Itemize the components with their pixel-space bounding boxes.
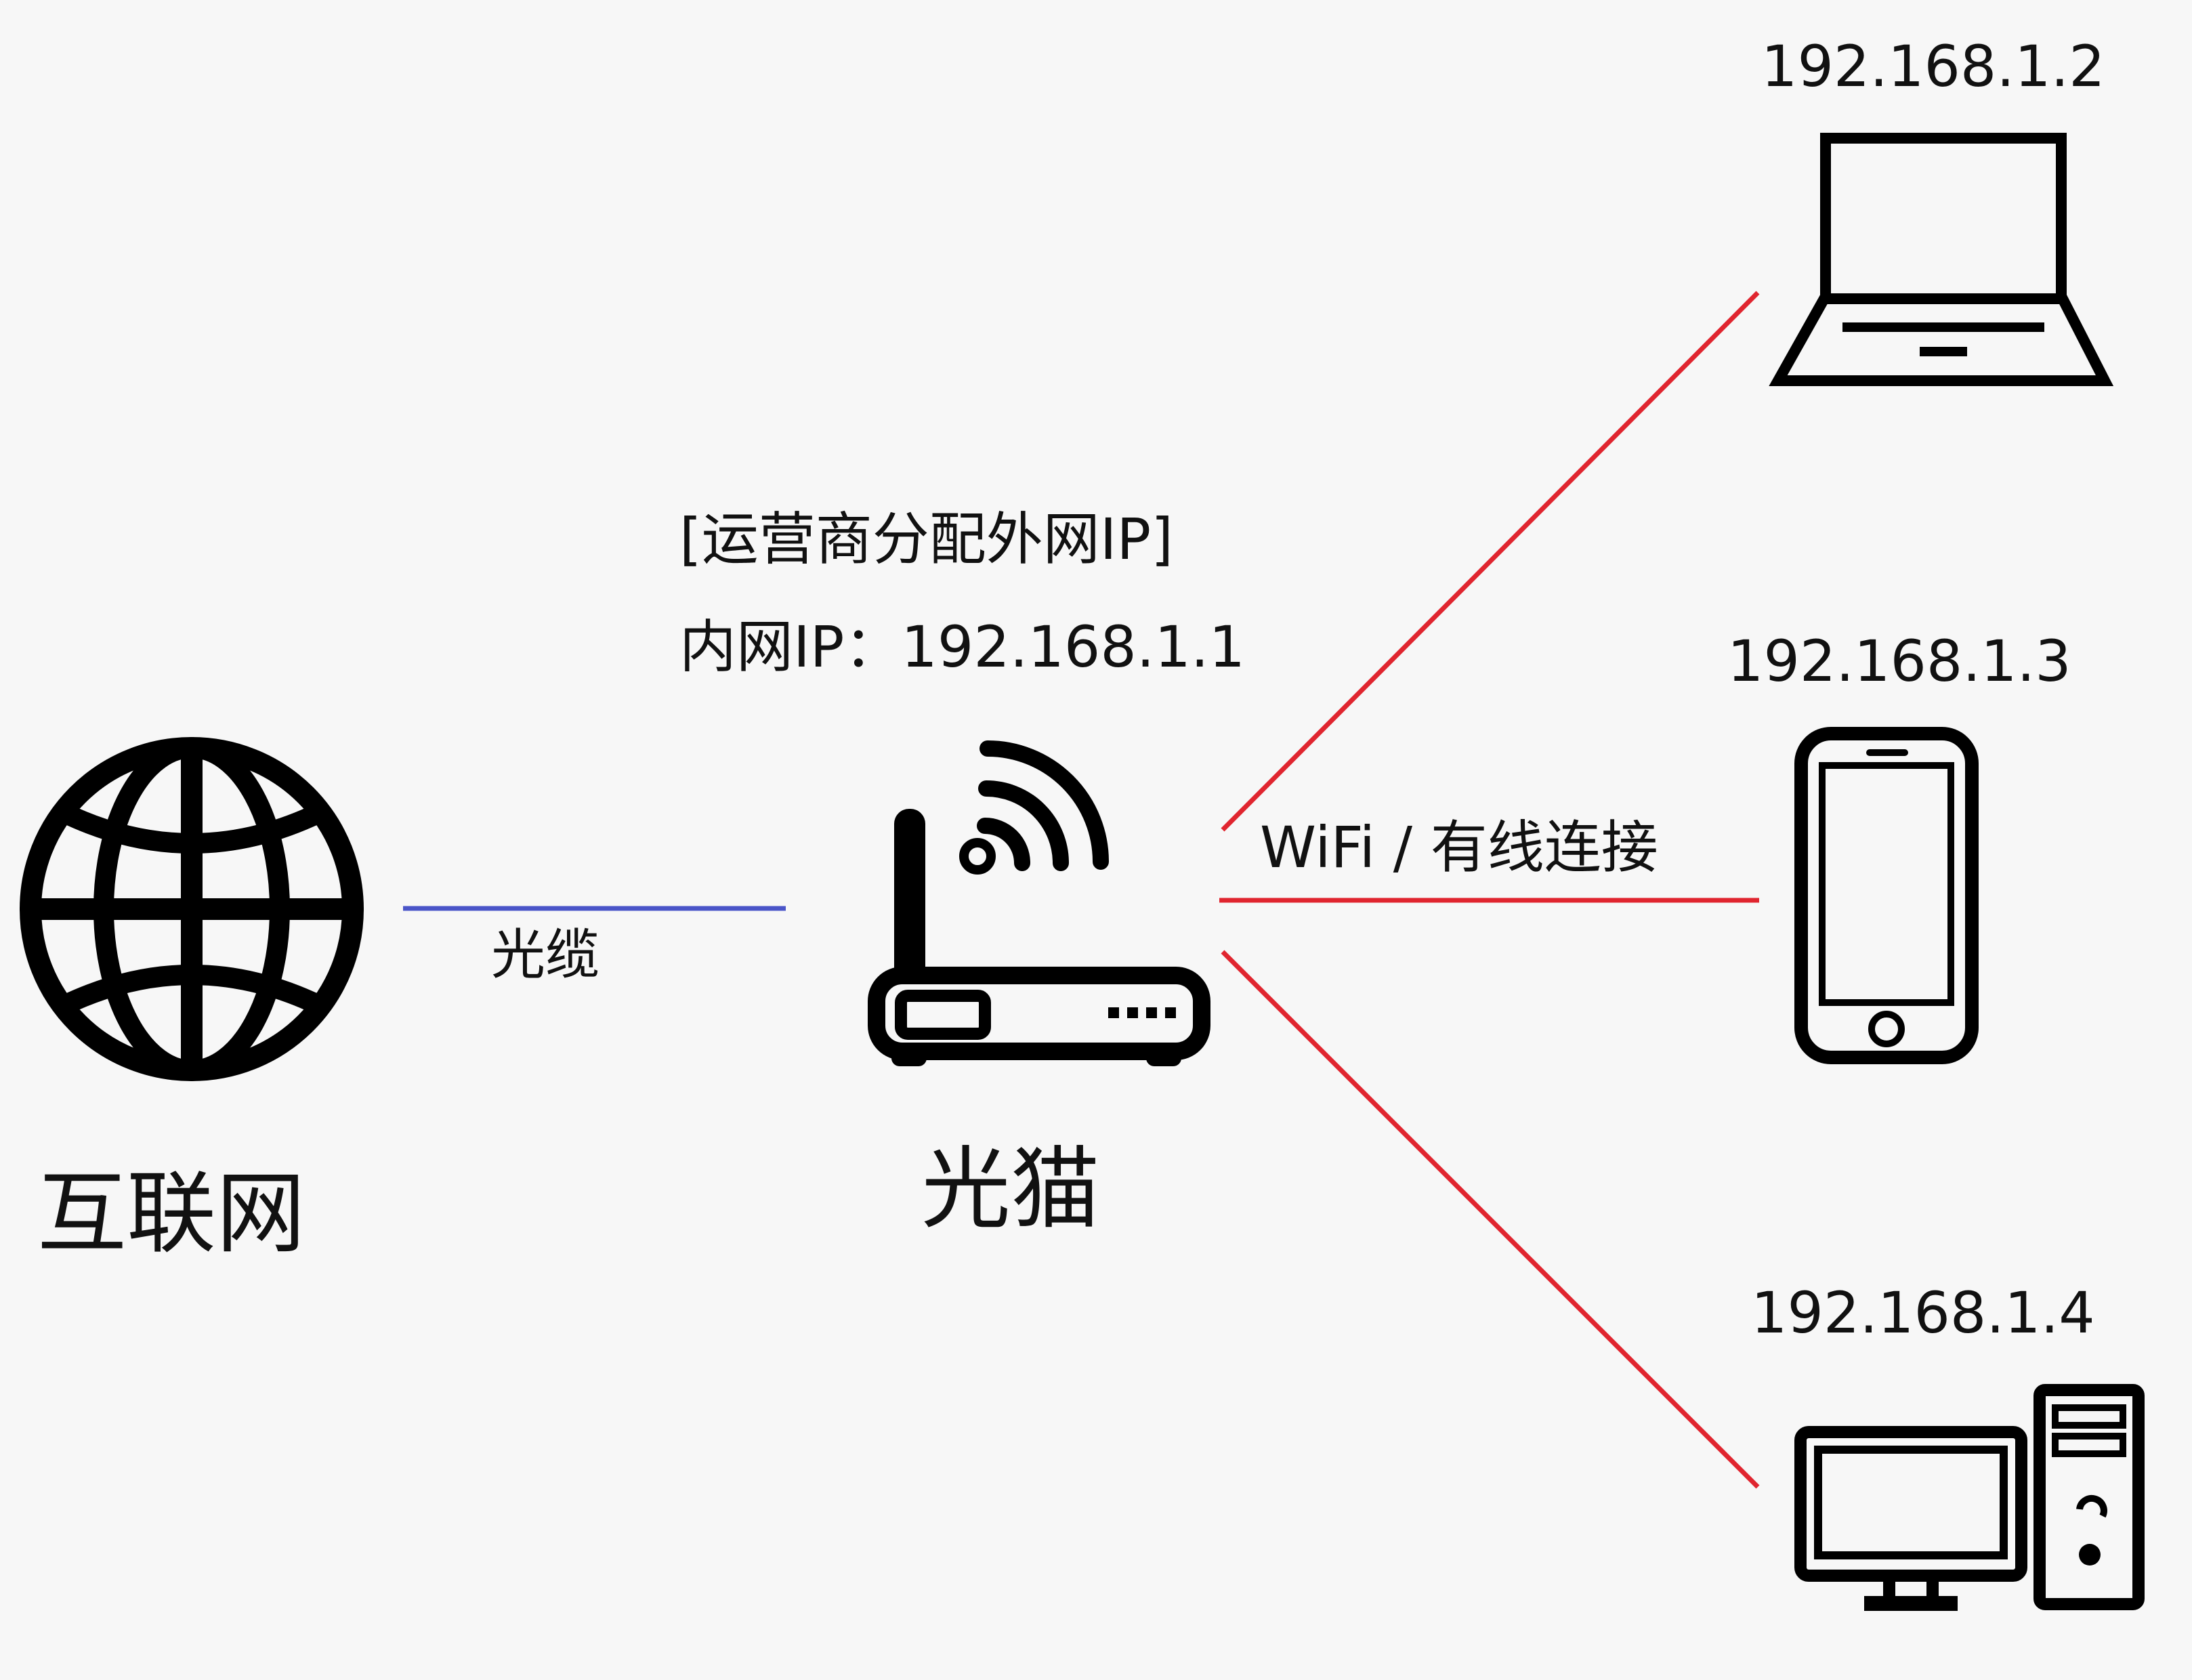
laptop-icon [1769,133,2114,386]
modem-label: 光猫 [921,1137,1100,1242]
phone-icon [1794,727,1979,1064]
internet-label: 互联网 [37,1162,305,1266]
globe-icon [20,737,364,1081]
fiber-link-label: 光缆 [491,923,599,986]
lan-link-to-desktop [1221,950,1760,1489]
phone-ip-label: 192.168.1.3 [1727,628,2071,694]
laptop-ip-label: 192.168.1.2 [1761,33,2105,100]
desktop-computer-icon [1794,1384,2145,1611]
lan-link-label: WiFi / 有线连接 [1260,814,1658,881]
desktop-ip-label: 192.168.1.4 [1751,1280,2095,1346]
lan-link-to-laptop [1221,291,1760,832]
lan-ip-label: 内网IP：192.168.1.1 [679,614,1246,680]
wan-ip-note: [运营商分配外网IP] [679,506,1173,572]
router-icon [868,740,1210,1066]
